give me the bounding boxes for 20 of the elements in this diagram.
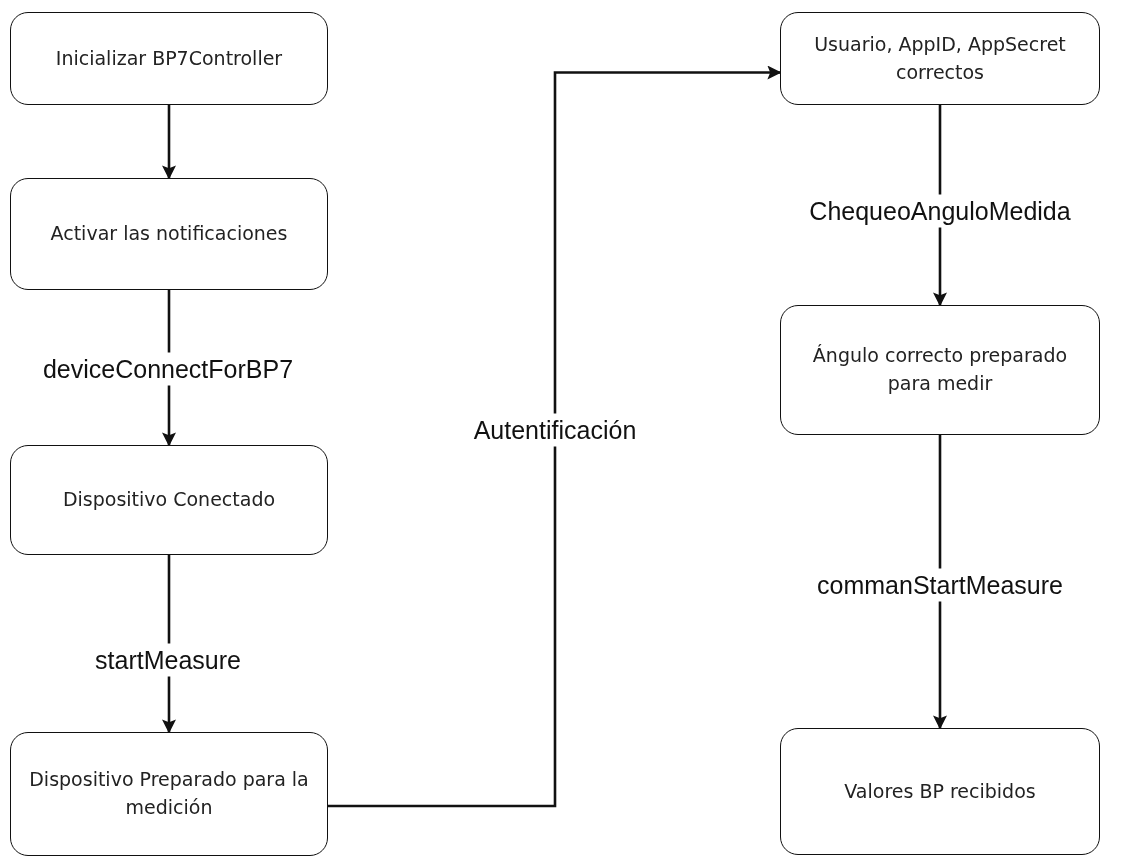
process-box [10, 178, 328, 290]
box-text: Dispositivo Conectado [62, 487, 276, 513]
process-box [10, 445, 328, 555]
arrow [933, 435, 947, 730]
arrow [162, 105, 176, 180]
edge-label: startMeasure [93, 643, 243, 677]
box-text: Activar las notificaciones [50, 221, 288, 247]
process-box [780, 12, 1100, 105]
edge-label: ChequeoAnguloMedida [807, 194, 1073, 228]
arrow [328, 65, 782, 808]
box-text: Usuario, AppID, AppSecret correctos [813, 31, 1067, 85]
box-text: Valores BP recibidos [844, 778, 1036, 804]
box-text: Ángulo correcto preparado para medir [811, 343, 1069, 396]
process-box [780, 305, 1100, 435]
process-box [780, 728, 1100, 855]
edge-label: commanStartMeasure [815, 568, 1065, 602]
process-box [10, 12, 328, 105]
process-box [10, 732, 328, 856]
box-text: Dispositivo Preparado para la medición [29, 767, 309, 820]
box-text: Inicializar BP7Controller [55, 45, 283, 71]
